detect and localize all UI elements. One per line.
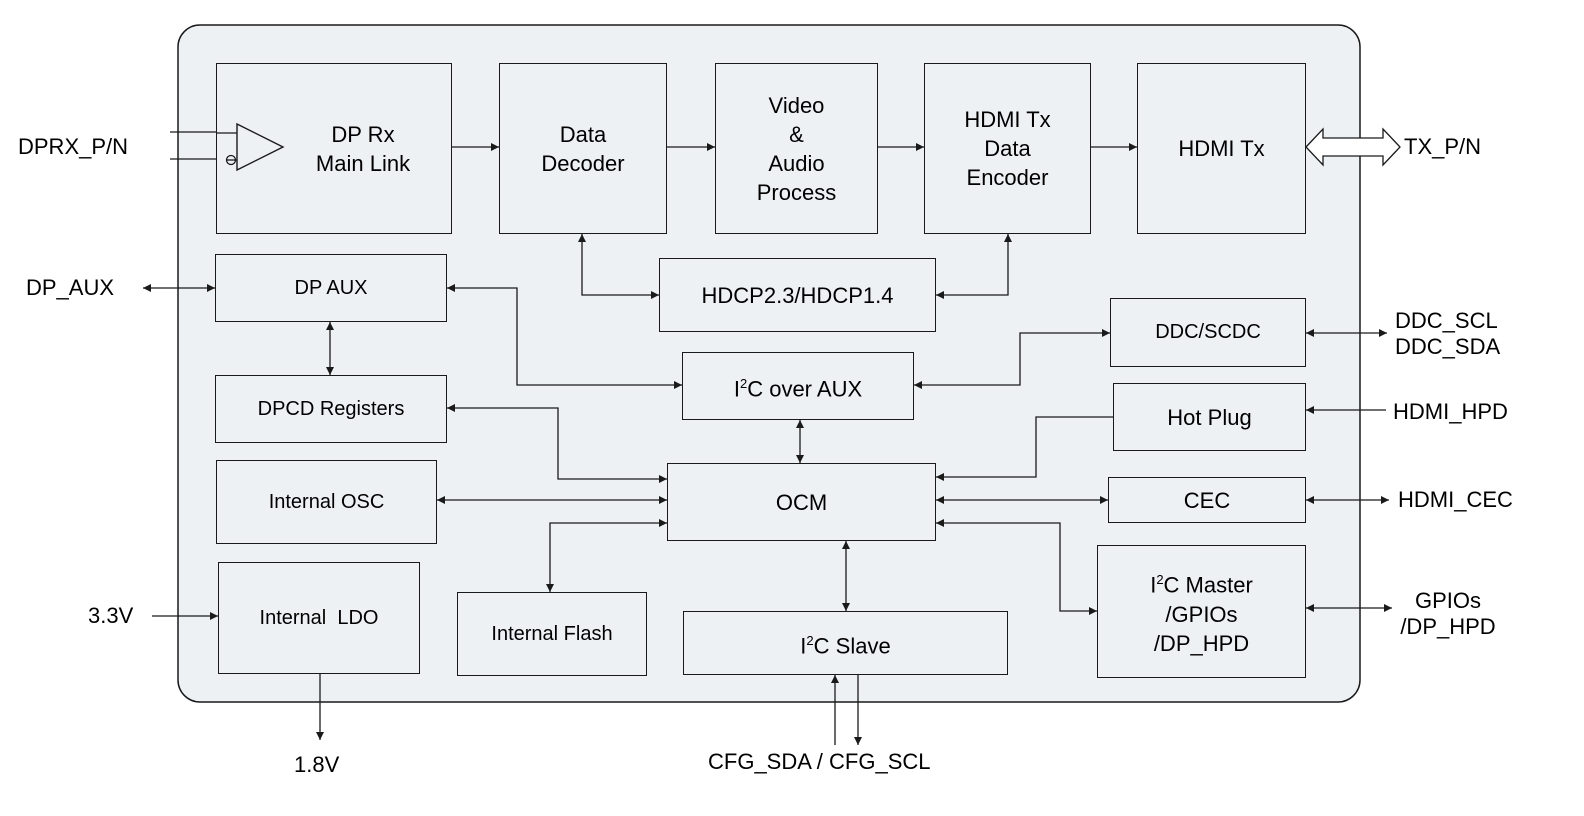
flash-ocm-link <box>546 519 667 592</box>
encoder-line-1: HDMI Tx <box>964 107 1051 132</box>
hdmi-tx-data-encoder-block: HDMI Tx Data Encoder <box>924 63 1091 234</box>
tx-double-arrow <box>1305 127 1401 167</box>
dpcd-label: DPCD Registers <box>257 397 405 420</box>
internal-ldo-block: Internal LDO <box>218 562 420 674</box>
video-audio-process-block: Video & Audio Process <box>715 63 878 234</box>
ddc-sda-label: DDC_SDA <box>1395 334 1501 359</box>
i2c-master-gpio-block: I2C Master /GPIOs /DP_HPD <box>1097 545 1306 678</box>
i2c-ddc-link <box>914 329 1110 389</box>
v18-label: 1.8V <box>294 752 340 777</box>
connections <box>143 131 1392 745</box>
video-line-1: Video <box>768 92 825 118</box>
hotplug-ocm-link <box>936 416 1113 481</box>
encoder-line-3: Encoder <box>966 165 1049 190</box>
hot-plug-block: Hot Plug <box>1113 383 1306 451</box>
internal-osc-block: Internal OSC <box>216 460 437 544</box>
dpcd-ocm-link <box>447 404 667 483</box>
ddc-scdc-block: DDC/SCDC <box>1110 298 1306 367</box>
gpios-signal-label: GPIOs /DP_HPD <box>1383 588 1513 640</box>
dp-rx-line-1: DP Rx <box>331 122 395 147</box>
hdcp-label: HDCP2.3/HDCP1.4 <box>701 282 894 308</box>
v33-label: 3.3V <box>88 603 134 628</box>
internal-ldo-label: Internal LDO <box>259 606 379 629</box>
ocm-master-link <box>936 519 1097 615</box>
dp-rx-line-2: Main Link <box>315 151 411 176</box>
gpios-label: GPIOs <box>1414 588 1481 613</box>
ddc-signal-label: DDC_SCL DDC_SDA <box>1395 308 1500 360</box>
internal-flash-label: Internal Flash <box>491 622 613 645</box>
encoder-line-2: Data <box>984 136 1031 161</box>
i2c-master-line-1: I2C Master <box>1150 572 1253 598</box>
dp-aux-signal-label: DP_AUX <box>26 275 115 300</box>
data-decoder-line-2: Decoder <box>541 150 625 176</box>
i2c-over-aux-block: I2C over AUX <box>682 352 914 420</box>
dp-rx-main-link-block: DP Rx Main Link <box>216 63 452 234</box>
video-line-3: Audio <box>768 150 825 176</box>
hot-plug-label: Hot Plug <box>1167 404 1252 430</box>
ocm-block: OCM <box>667 463 936 541</box>
hdcp-block: HDCP2.3/HDCP1.4 <box>659 258 936 332</box>
i2c-slave-label: I2C Slave <box>800 632 891 659</box>
encoder-hdcp-link <box>936 234 1012 299</box>
i2c-master-line-3: /DP_HPD <box>1153 630 1250 656</box>
cec-block: CEC <box>1108 477 1306 523</box>
i2c-master-line-2: /GPIOs <box>1165 601 1238 627</box>
hdmi-cec-label: HDMI_CEC <box>1398 487 1513 512</box>
dpcd-registers-block: DPCD Registers <box>215 375 447 443</box>
i2c-over-aux-label: I2C over AUX <box>733 375 863 402</box>
hdmi-hpd-label: HDMI_HPD <box>1393 399 1508 424</box>
dp-hpd-label: /DP_HPD <box>1400 614 1496 639</box>
data-decoder-block: Data Decoder <box>499 63 667 234</box>
ddc-scl-label: DDC_SCL <box>1395 308 1498 333</box>
receiver-amplifier-icon <box>217 122 285 172</box>
tx-pn-label: TX_P/N <box>1404 134 1482 159</box>
video-line-2: & <box>789 121 804 147</box>
ocm-label: OCM <box>775 489 828 515</box>
data-decoder-line-1: Data <box>559 121 607 147</box>
internal-flash-block: Internal Flash <box>457 592 647 676</box>
cfg-label: CFG_SDA / CFG_SCL <box>708 749 931 774</box>
dp-aux-label: DP AUX <box>294 276 368 299</box>
i2c-slave-block: I2C Slave <box>683 611 1008 675</box>
dp-aux-block: DP AUX <box>215 254 447 322</box>
cec-label: CEC <box>1183 487 1231 513</box>
dprx-pn-label: DPRX_P/N <box>18 134 129 159</box>
hdmi-tx-block: HDMI Tx <box>1137 63 1306 234</box>
internal-osc-label: Internal OSC <box>268 490 385 513</box>
video-line-4: Process <box>756 179 837 205</box>
hdmi-tx-label: HDMI Tx <box>1178 136 1265 161</box>
aux-i2c-link <box>447 284 682 389</box>
ddc-scdc-label: DDC/SCDC <box>1155 321 1261 343</box>
